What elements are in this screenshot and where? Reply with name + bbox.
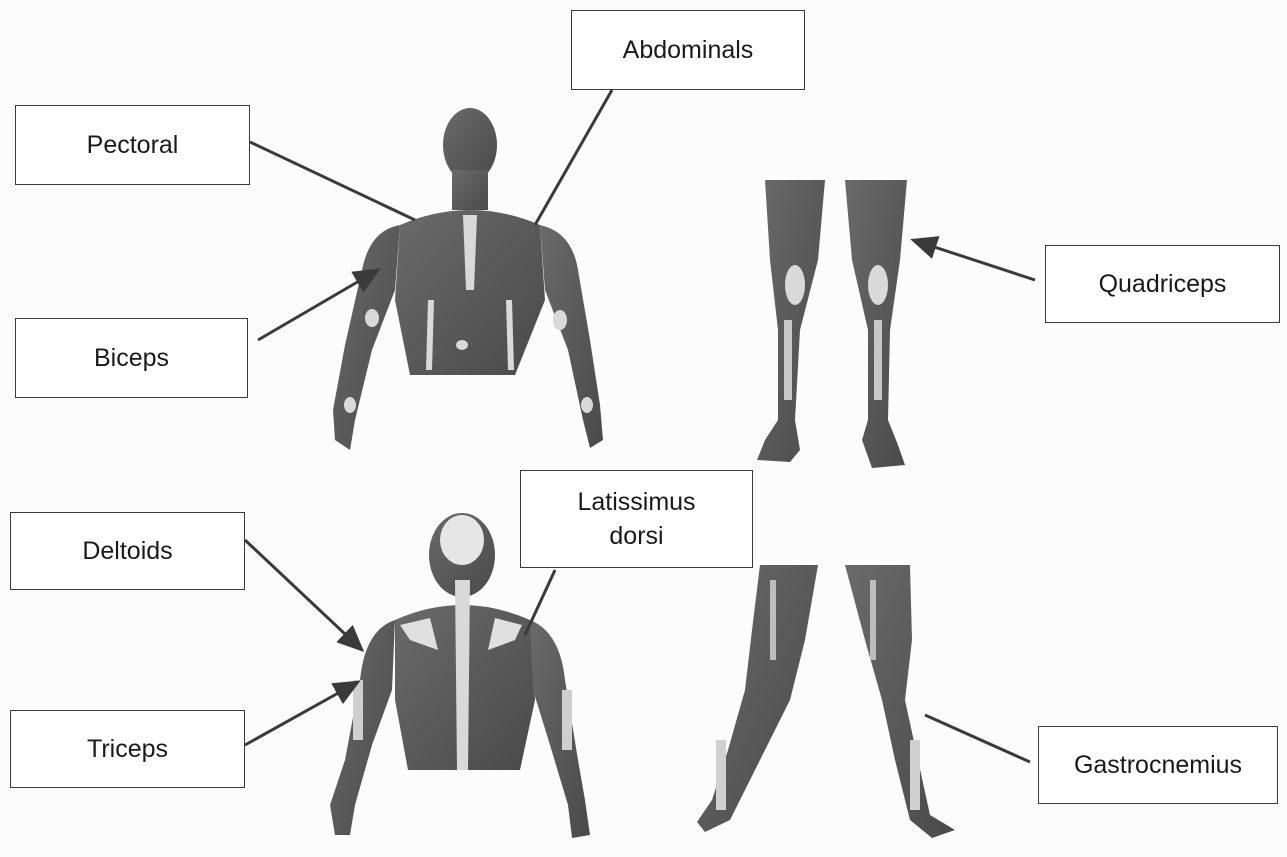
triceps-leader [245, 682, 358, 745]
front-torso-figure [333, 108, 603, 450]
latissimus-leader [525, 570, 555, 635]
quadriceps-label: Quadriceps [1045, 245, 1280, 323]
front-legs-figure [757, 180, 907, 468]
latissimus-dorsi-label: Latissimus dorsi [520, 470, 753, 568]
back-legs-figure [697, 565, 955, 838]
abdominals-leader [535, 90, 612, 225]
triceps-label: Triceps [10, 710, 245, 788]
pectoral-label: Pectoral [15, 105, 250, 185]
biceps-label: Biceps [15, 318, 248, 398]
deltoids-label: Deltoids [10, 512, 245, 590]
quadriceps-leader [913, 240, 1035, 280]
pectoral-leader [250, 142, 415, 220]
gastrocnemius-label: Gastrocnemius [1038, 726, 1278, 804]
gastrocnemius-leader [925, 715, 1030, 762]
abdominals-label: Abdominals [571, 10, 805, 90]
deltoids-leader [245, 540, 362, 650]
